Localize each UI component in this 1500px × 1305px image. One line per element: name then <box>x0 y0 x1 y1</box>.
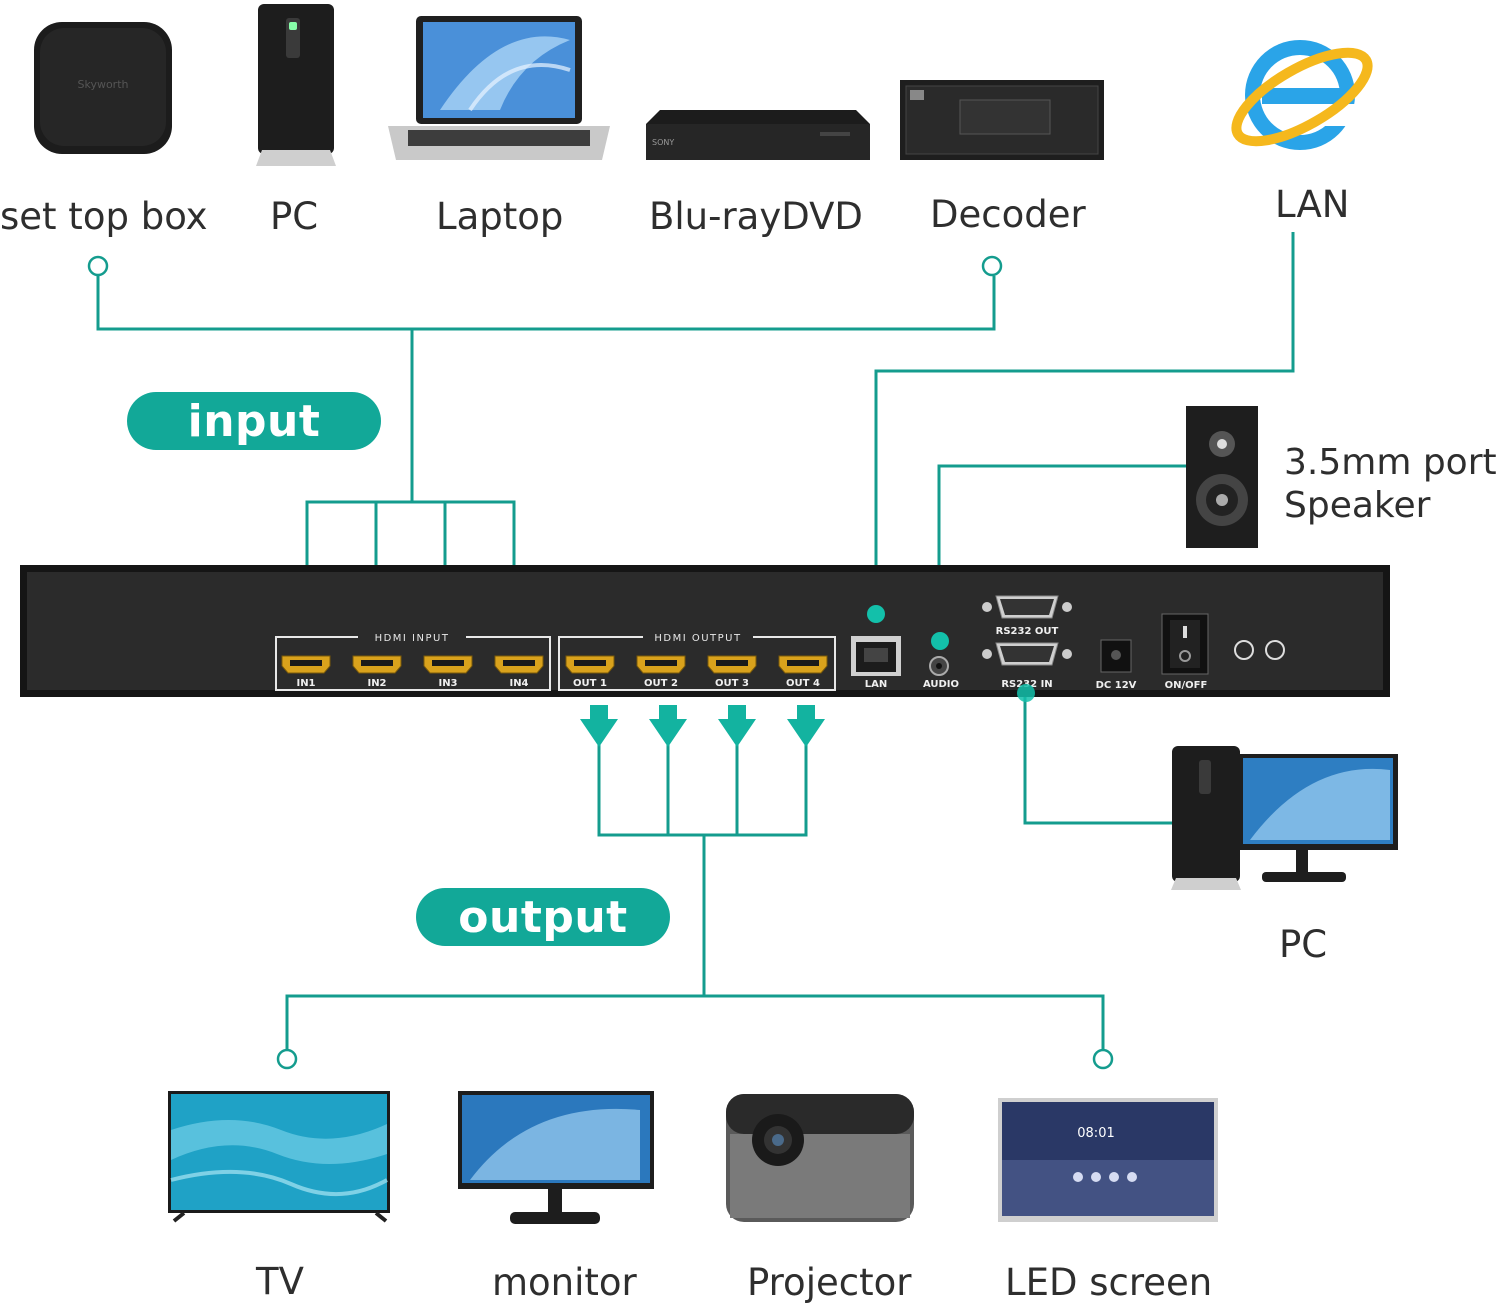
port-label-rs232-out: RS232 OUT <box>996 626 1059 637</box>
endpoint-circle <box>981 255 1003 277</box>
hdmi-output-title: HDMI OUTPUT <box>654 633 741 644</box>
port-label-power: ON/OFF <box>1165 680 1208 691</box>
rs232-line <box>1023 696 1175 825</box>
port-label-in4: IN4 <box>509 678 528 689</box>
endpoint-circle <box>276 1048 298 1070</box>
speaker-icon <box>1186 406 1258 548</box>
rs232-connection-dot <box>1017 684 1035 702</box>
lan-line <box>874 232 1295 608</box>
set-top-box-icon: Skyworth <box>34 22 172 154</box>
output-label-monitor: monitor <box>492 1261 637 1304</box>
output-arrow <box>787 705 825 747</box>
output-label-tv: TV <box>256 1260 304 1303</box>
speaker-label-line1: 3.5mm port <box>1284 442 1497 483</box>
power-switch[interactable] <box>1161 613 1209 675</box>
lan-connection-dot <box>867 605 885 623</box>
rs232-in-port[interactable] <box>982 642 1072 666</box>
output-arrow <box>649 705 687 747</box>
ground-screw <box>1265 640 1285 660</box>
endpoint-circle <box>1092 1048 1114 1070</box>
rs232-out-port[interactable] <box>982 595 1072 619</box>
ground-screw <box>1234 640 1254 660</box>
projector-icon <box>726 1094 914 1222</box>
output-arrow <box>718 705 756 747</box>
output-label-led-screen: LED screen <box>1005 1261 1213 1304</box>
led-screen-icon: 08:01 <box>998 1098 1218 1222</box>
svg-text:SONY: SONY <box>652 138 674 147</box>
laptop-icon <box>388 16 610 160</box>
port-label-in3: IN3 <box>438 678 457 689</box>
output-bus-line <box>285 994 1105 1050</box>
pc-tower-icon <box>256 4 336 166</box>
internet-explorer-icon <box>1231 40 1373 150</box>
output-collector-line <box>597 735 808 837</box>
speaker-label-line2: Speaker <box>1284 485 1431 526</box>
port-label-out1: OUT 1 <box>573 678 607 689</box>
port-label-dc: DC 12V <box>1096 680 1137 691</box>
input-label-laptop: Laptop <box>436 195 564 238</box>
port-label-lan: LAN <box>865 679 887 690</box>
input-label-decoder: Decoder <box>930 193 1086 236</box>
hdmi-input-title: HDMI INPUT <box>375 633 450 644</box>
input-label-set-top-box: set top box <box>0 195 208 238</box>
port-label-out3: OUT 3 <box>715 678 749 689</box>
port-label-audio: AUDIO <box>923 679 959 690</box>
output-label-projector: Projector <box>747 1261 912 1304</box>
audio-connection-dot <box>931 632 949 650</box>
desktop-pc-icon <box>1171 746 1398 890</box>
led-screen-time: 08:01 <box>1077 1126 1114 1141</box>
lan-port[interactable] <box>851 636 901 676</box>
input-label-bluray: Blu-rayDVD <box>649 195 863 238</box>
output-arrow <box>580 705 618 747</box>
input-bus-line <box>96 276 996 331</box>
device-logo: Skyworth <box>77 78 128 91</box>
port-label-in1: IN1 <box>296 678 315 689</box>
decoder-icon <box>900 80 1104 160</box>
port-label-out2: OUT 2 <box>644 678 678 689</box>
input-badge: input <box>127 392 381 450</box>
bluray-player-icon: SONY <box>646 110 870 160</box>
port-label-in2: IN2 <box>367 678 386 689</box>
endpoint-circle <box>87 255 109 277</box>
control-pc-label: PC <box>1279 923 1328 966</box>
port-label-out4: OUT 4 <box>786 678 820 689</box>
input-distribution-line <box>305 500 516 600</box>
tv-icon <box>168 1091 390 1223</box>
lan-label: LAN <box>1275 183 1350 226</box>
output-badge: output <box>416 888 670 946</box>
input-label-pc: PC <box>270 195 319 238</box>
monitor-icon <box>458 1091 654 1224</box>
